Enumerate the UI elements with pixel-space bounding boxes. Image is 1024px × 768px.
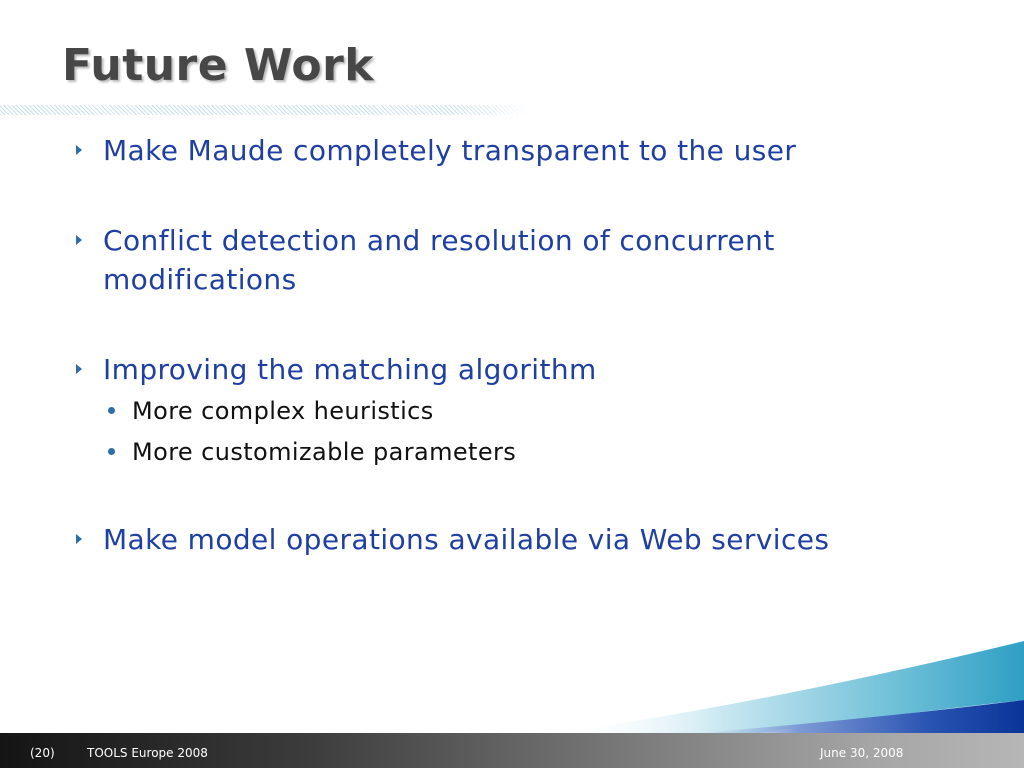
title-underline-pattern	[0, 105, 530, 115]
bullet-text: Improving the matching algorithm	[103, 353, 597, 386]
slide-number: (20)	[30, 746, 55, 760]
blue-swoosh-shape	[700, 700, 1024, 733]
dot-icon	[108, 448, 115, 455]
bullet-text: Conflict detection and resolution of con…	[103, 224, 775, 296]
footer-date: June 30, 2008	[820, 746, 904, 760]
slide-title: Future Work	[62, 40, 375, 91]
bullet-text: Make model operations available via Web …	[103, 523, 830, 556]
teal-swoosh-shape	[560, 641, 1024, 733]
triangle-right-icon	[76, 364, 82, 374]
triangle-right-icon	[76, 235, 82, 245]
footer-bar	[0, 733, 1024, 768]
dot-icon	[108, 407, 115, 414]
sub-bullet-text: More customizable parameters	[132, 438, 517, 466]
triangle-right-icon	[76, 145, 82, 155]
bullet-text: Make Maude completely transparent to the…	[103, 134, 797, 167]
footer-conference: TOOLS Europe 2008	[87, 746, 208, 760]
triangle-right-icon	[76, 534, 82, 544]
sub-bullet-text: More complex heuristics	[132, 397, 434, 425]
